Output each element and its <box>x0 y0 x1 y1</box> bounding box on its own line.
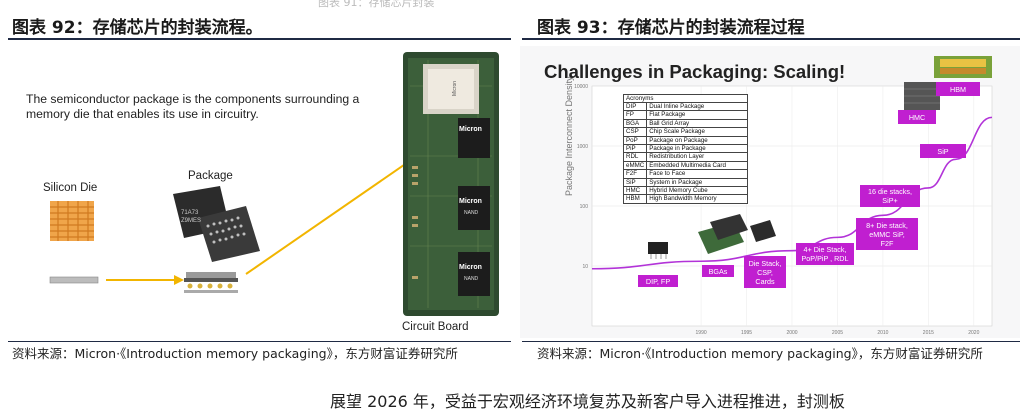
left-source-rule <box>8 341 511 342</box>
dip-chip-graphic <box>648 242 668 259</box>
package-chips-graphic: 71A73 Z9MES <box>173 186 260 262</box>
left-figure-title: 图表 92：存储芯片的封装流程。 <box>12 18 263 38</box>
acronym-abbr: HMC <box>622 186 648 196</box>
tag-16-die-stacks: 16 die stacks, SiP+ <box>860 185 920 207</box>
left-figure-image: The semiconductor package is the compone… <box>8 46 510 338</box>
hmc-chip-graphic <box>904 82 940 110</box>
x-tick-label: 1990 <box>696 330 707 336</box>
y-tick-label: 10000 <box>574 84 588 90</box>
silicon-die-graphic <box>50 201 94 241</box>
packaging-flow-illustration: 71A73 Z9MES Micron <box>49 52 499 316</box>
x-tick-label: 2020 <box>968 330 979 336</box>
package-description: The semiconductor package is the compone… <box>26 92 360 121</box>
chart-title: Challenges in Packaging: Scaling! <box>544 61 846 82</box>
acronym-meaning: Package in Package <box>646 144 749 154</box>
right-source-rule <box>522 341 1020 342</box>
acronym-abbr: F2F <box>622 169 648 179</box>
svg-text:Micron: Micron <box>452 81 458 96</box>
acronym-meaning: Ball Grid Array <box>646 118 749 129</box>
right-source: 资料来源：Micron·《Introduction memory packagi… <box>537 346 983 361</box>
y-tick-labels: 10000 1000 100 10 <box>574 84 588 270</box>
acronym-abbr: BGA <box>622 118 648 129</box>
package-cross-section <box>184 272 238 293</box>
hbm-chip-graphic <box>934 56 992 78</box>
body-text-line: 展望 2026 年，受益于宏观经济环境复苏及新客户导入进程推进，封测板 <box>330 392 845 411</box>
board-chip-brand-3: Micron <box>459 264 482 271</box>
y-tick-label: 100 <box>580 204 589 210</box>
acronym-abbr: HBM <box>622 194 648 204</box>
bga-chip-graphic <box>698 214 748 254</box>
acronym-abbr: RDL <box>622 152 648 162</box>
acronym-abbr: DIP <box>622 101 648 112</box>
acronyms-header: Acronyms <box>622 94 749 103</box>
acronym-meaning: Face to Face <box>646 169 749 179</box>
svg-text:71A73: 71A73 <box>181 210 199 216</box>
acronym-abbr: eMMC <box>622 160 648 171</box>
x-tick-label: 2010 <box>877 330 888 336</box>
acronym-meaning: Flat Package <box>646 110 749 120</box>
y-tick-label: 10 <box>582 264 588 270</box>
acronym-meaning: High Bandwidth Memory <box>646 194 749 204</box>
circuit-board-graphic: Micron <box>403 52 499 316</box>
board-chip-brand-2: Micron <box>459 198 482 205</box>
y-tick-label: 1000 <box>577 144 588 150</box>
density-trend-line <box>591 116 993 270</box>
tag-hmc: HMC <box>898 110 936 124</box>
acronym-meaning: Hybrid Memory Cube <box>646 186 749 196</box>
x-tick-label: 2005 <box>832 330 843 336</box>
acronym-abbr: FP <box>622 110 648 120</box>
acronym-abbr: SiP <box>622 177 648 188</box>
x-tick-label: 2000 <box>786 330 797 336</box>
left-title-rule <box>8 38 511 40</box>
left-source: 资料来源：Micron·《Introduction memory packagi… <box>12 346 458 361</box>
tag-die-stack-csp-cards: Die Stack, CSP, Cards <box>744 256 786 288</box>
acronym-meaning: System in Package <box>646 177 749 188</box>
tag-8-die-stack: 8+ Die stack, eMMC SiP, F2F <box>856 218 918 250</box>
acronym-abbr: PiP <box>622 144 648 154</box>
x-tick-label: 2015 <box>923 330 934 336</box>
tag-4-die-stack: 4+ Die Stack, PoP/PiP , RDL <box>796 243 854 265</box>
acronym-meaning: Redistribution Layer <box>646 152 749 162</box>
tag-hbm: HBM <box>936 82 980 96</box>
acronym-meaning: Embedded Multimedia Card <box>646 160 749 171</box>
top-fragment: 图表 91：存储芯片封装 <box>318 0 435 9</box>
acronym-meaning: Chip Scale Package <box>646 127 749 137</box>
csp-chip-graphic <box>750 220 776 242</box>
tag-dip-fp: DIP, FP <box>638 275 678 287</box>
tag-bgas: BGAs <box>702 265 734 277</box>
right-title-rule <box>522 38 1020 40</box>
x-tick-label: 1995 <box>741 330 752 336</box>
svg-text:Z9MES: Z9MES <box>181 218 201 224</box>
acronym-abbr: PoP <box>622 135 648 146</box>
right-figure-title: 图表 93：存储芯片的封装流程过程 <box>537 18 805 38</box>
acronym-abbr: CSP <box>622 127 648 137</box>
acronym-meaning: Package on Package <box>646 135 749 146</box>
y-axis-label: Package Interconnect Density <box>564 76 574 196</box>
board-chip-brand-1: Micron <box>459 126 482 133</box>
package-label: Package <box>188 170 233 182</box>
tag-sip: SiP <box>920 144 966 158</box>
silicon-die-label: Silicon Die <box>43 182 98 194</box>
die-side-view <box>49 276 99 284</box>
circuit-board-label: Circuit Board <box>402 321 469 333</box>
board-chip-sub-3: NAND <box>464 276 479 282</box>
acronym-meaning: Dual Inline Package <box>646 101 749 112</box>
x-tick-labels: 1990 1995 2000 2005 2010 2015 2020 <box>696 330 980 336</box>
board-chip-sub-2: NAND <box>464 210 479 216</box>
